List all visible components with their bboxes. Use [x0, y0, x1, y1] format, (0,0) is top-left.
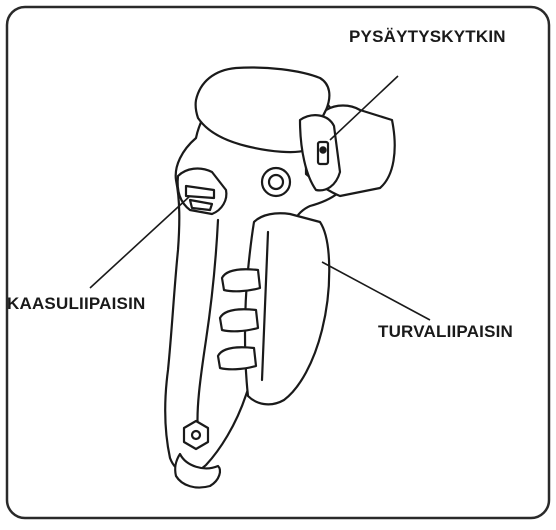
finger-ridge-3: [218, 347, 256, 369]
label-throttle-trigger: KAASULIIPAISIN: [7, 294, 146, 314]
finger-ridge-1: [222, 269, 260, 291]
stop-switch-dot: [320, 147, 325, 152]
side-knob-inner: [269, 175, 283, 189]
label-stop-switch: PYSÄYTYSKYTKIN: [349, 27, 506, 47]
hex-bolt-center: [192, 431, 200, 439]
finger-ridge-2: [220, 309, 258, 331]
label-safety-trigger: TURVALIIPAISIN: [378, 322, 513, 342]
